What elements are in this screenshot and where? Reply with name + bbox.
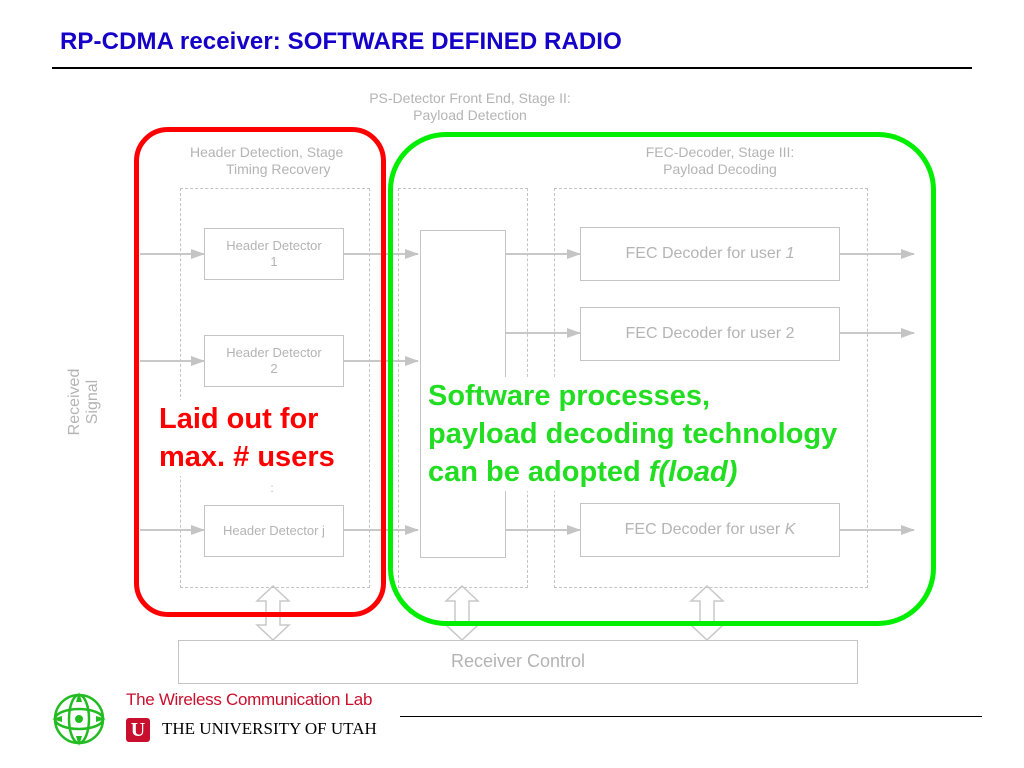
received-signal-line1: Received <box>66 368 83 436</box>
fec-decoder-1: FEC Decoder for user 1 <box>580 227 840 281</box>
header-stage-container <box>180 188 370 588</box>
footer-divider <box>400 716 982 717</box>
slide-title: RP-CDMA receiver: SOFTWARE DEFINED RADIO <box>60 28 622 55</box>
wireless-lab-globe-logo-icon <box>52 692 106 746</box>
green-callout-line2: payload decoding technology <box>428 418 838 450</box>
fec-decoder-k-user: K <box>784 521 796 538</box>
header-detector-j-label: Header Detector j <box>223 523 325 538</box>
header-detector-2: Header Detector 2 <box>204 335 344 387</box>
header-detector-ellipsis: : <box>270 481 274 495</box>
ps-detector-stage-label: PS-Detector Front End, Stage II: Payload… <box>330 90 610 124</box>
green-callout-line1: Software processes, <box>428 380 711 412</box>
header-stage-label: Header Detection, Stage Timing Recovery <box>180 144 400 178</box>
header-detector-j: Header Detector j <box>204 505 344 557</box>
fec-stage-label: FEC-Decoder, Stage III: Payload Decoding <box>590 144 850 178</box>
fec-decoder-k: FEC Decoder for user K <box>580 503 840 557</box>
fec-stage-subtitle: Payload Decoding <box>663 161 777 177</box>
header-stage-highlight <box>134 127 386 617</box>
ps-detector-stage-title: PS-Detector Front End, Stage II: <box>369 90 571 106</box>
fec-decoder-2: FEC Decoder for user 2 <box>580 307 840 361</box>
fec-decoder-1-user: 1 <box>785 245 795 262</box>
header-stage-subtitle: Timing Recovery <box>226 161 331 177</box>
header-detector-1-label: Header Detector <box>226 238 322 253</box>
green-callout-line3: can be adopted f(load) <box>428 453 837 491</box>
red-callout-line2: max. # users <box>159 441 335 473</box>
green-callout-line3-prefix: can be adopted <box>428 456 649 488</box>
header-detector-2-label: Header Detector <box>226 345 322 360</box>
received-signal-line2: Signal <box>84 379 101 425</box>
fec-decoder-1-label: FEC Decoder for user <box>625 245 786 262</box>
university-name: THE UNIVERSITY OF UTAH <box>162 719 377 738</box>
receiver-control-block: Receiver Control <box>178 640 858 684</box>
red-callout: Laid out for max. # users <box>155 400 339 476</box>
fec-stage-title: FEC-Decoder, Stage III: <box>645 144 795 160</box>
header-detector-1-index: 1 <box>270 254 278 269</box>
received-signal-label: Received Signal <box>66 362 102 442</box>
green-callout: Software processes, payload decoding tec… <box>428 377 842 491</box>
fec-decoder-k-label: FEC Decoder for user <box>624 521 785 538</box>
software-stage-highlight <box>388 132 936 626</box>
green-callout-load-function: f(load) <box>648 456 738 488</box>
header-detector-1: Header Detector 1 <box>204 228 344 280</box>
header-detector-2-index: 2 <box>270 361 278 376</box>
ps-detector-stage-subtitle: Payload Detection <box>413 107 527 123</box>
header-stage-title: Header Detection, Stage <box>190 144 344 160</box>
utah-u-logo-icon: U <box>126 718 150 742</box>
title-divider <box>52 67 972 69</box>
lab-name: The Wireless Communication Lab <box>126 690 373 709</box>
fec-decoder-2-label: FEC Decoder for user 2 <box>625 325 795 342</box>
red-callout-line1: Laid out for <box>159 403 319 435</box>
